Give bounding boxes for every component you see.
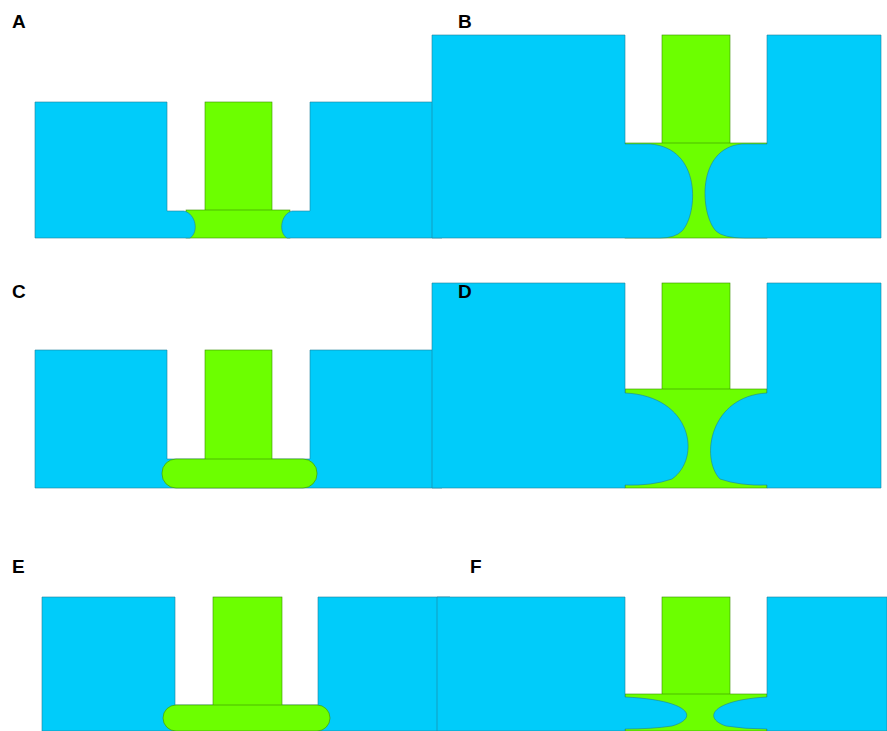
panel-d-figure [432, 283, 881, 488]
panel-f-figure [437, 597, 887, 731]
panel-letter: F [470, 557, 482, 576]
panel-c-figure [35, 350, 442, 488]
panel-letter: C [12, 282, 26, 301]
panel-letter: A [12, 12, 26, 31]
panel-a-figure [35, 102, 442, 238]
panel-letter: E [12, 557, 25, 576]
panel-b-figure [432, 35, 881, 238]
panel-e-figure [42, 597, 450, 731]
panel-letter: D [458, 282, 472, 301]
panel-letter: B [458, 12, 472, 31]
